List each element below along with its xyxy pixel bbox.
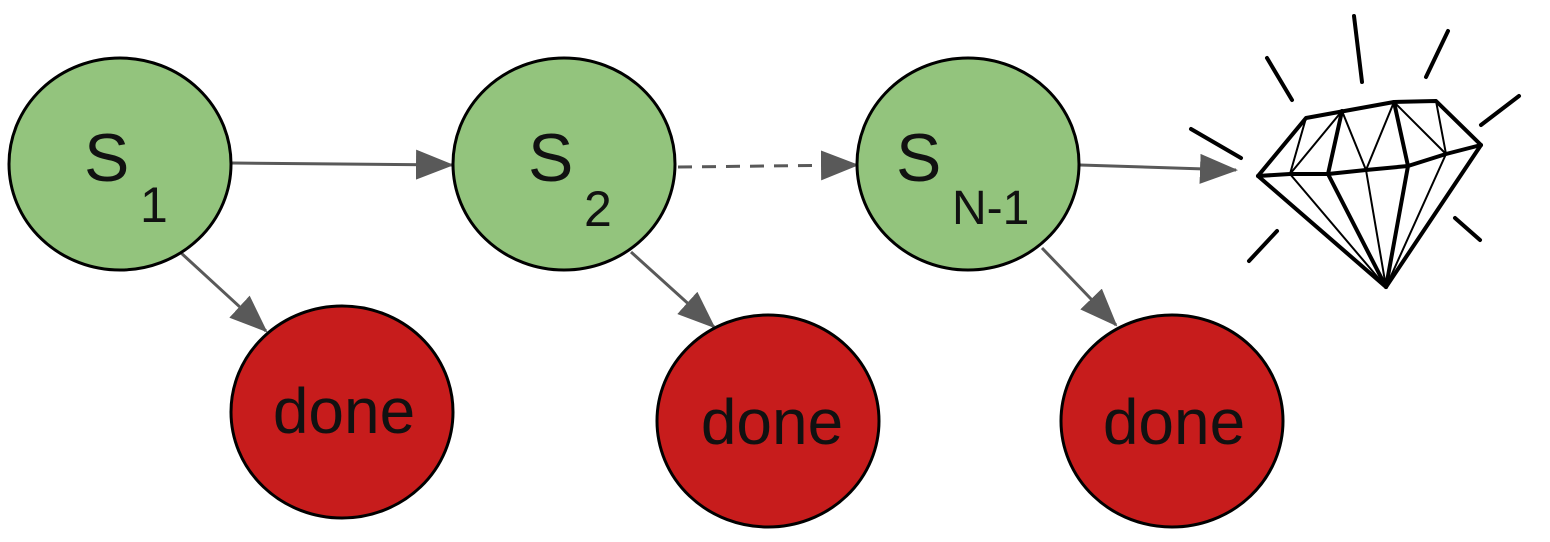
done-node-circle [655, 313, 881, 529]
done-label: done [1103, 386, 1245, 458]
done-label: done [273, 375, 415, 447]
svg-text:1: 1 [140, 177, 168, 233]
done-node-circle [229, 304, 455, 520]
svg-text:2: 2 [584, 181, 612, 237]
state-letter: S [84, 120, 129, 196]
sparkle-rays [1189, 14, 1521, 263]
edge-s1-to-done [178, 250, 268, 333]
done-node-3: done [1059, 313, 1285, 529]
state-node-circle [451, 56, 677, 272]
diamond-pavilion-bold [1326, 164, 1410, 289]
edge-sn1-to-goal [1079, 153, 1238, 184]
svg-text:N-1: N-1 [952, 182, 1029, 235]
edge-s1-to-s2 [231, 149, 454, 180]
state-node-circle [855, 56, 1081, 272]
edges [178, 149, 1238, 333]
done-label: done [701, 386, 843, 458]
diamond-icon [1189, 14, 1521, 289]
state-node-2: S 2 [451, 56, 677, 272]
edge-s2-to-sn1-dashed [677, 150, 859, 181]
svg-text:S: S [528, 120, 573, 196]
edge-s2-to-done [629, 250, 716, 329]
diamond-crown-bold [1326, 100, 1410, 176]
state-node-1: S 1 [7, 56, 233, 272]
diamond-pavilion-facets [1289, 153, 1447, 288]
state-letter: S [528, 120, 573, 196]
done-node-1: done [229, 304, 455, 520]
state-subscript: 2 [584, 181, 612, 237]
svg-text:S: S [84, 120, 129, 196]
done-node-circle [1059, 313, 1285, 529]
state-letter: S [896, 120, 941, 196]
svg-text:S: S [896, 120, 941, 196]
diamond-crown-facets [1289, 100, 1447, 175]
state-node-n-minus-1: S N-1 [855, 56, 1081, 272]
edge-sn1-to-done [1040, 246, 1118, 327]
done-node-2: done [655, 313, 881, 529]
state-node-circle [7, 56, 233, 272]
state-subscript: N-1 [952, 182, 1029, 235]
state-subscript: 1 [140, 177, 168, 233]
